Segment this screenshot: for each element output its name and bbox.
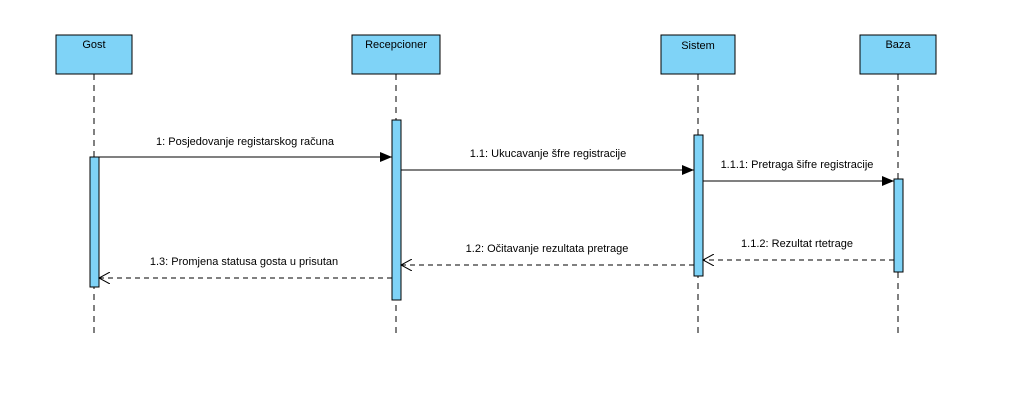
message-1-1: 1.1: Ukucavanje šfre registracije: [401, 148, 694, 175]
message-1-1-label: 1.1: Ukucavanje šfre registracije: [470, 148, 627, 160]
message-1-3: 1.3: Promjena statusa gosta u prisutan: [99, 256, 392, 278]
message-1-2: 1.2: Očitavanje rezultata pretrage: [401, 243, 694, 265]
message-1-2-label: 1.2: Očitavanje rezultata pretrage: [466, 243, 629, 255]
message-1-1-1: 1.1.1: Pretraga šifre registracije: [703, 159, 894, 186]
participant-baza: Baza: [859, 34, 937, 75]
message-1-1-2: 1.1.2: Rezultat rtetrage: [703, 238, 894, 260]
activation-baza: [893, 178, 904, 273]
participant-recepcioner: Recepcioner: [351, 34, 441, 75]
message-1-1-1-label: 1.1.1: Pretraga šifre registracije: [721, 159, 874, 171]
message-1-1-2-label: 1.1.2: Rezultat rtetrage: [741, 238, 853, 250]
activation-gost: [89, 156, 100, 288]
message-1-3-label: 1.3: Promjena statusa gosta u prisutan: [150, 256, 338, 268]
message-1-label: 1: Posjedovanje registarskog računa: [156, 136, 335, 148]
activation-sistem: [693, 134, 704, 277]
activation-recepcioner: [391, 119, 402, 301]
participant-sistem: Sistem: [660, 34, 736, 75]
message-1: 1: Posjedovanje registarskog računa: [99, 136, 392, 162]
participant-gost-label: Gost: [82, 39, 105, 51]
participant-gost: Gost: [55, 34, 133, 75]
participant-baza-label: Baza: [885, 39, 911, 51]
participant-sistem-label: Sistem: [681, 40, 715, 52]
participant-recepcioner-label: Recepcioner: [365, 39, 427, 51]
